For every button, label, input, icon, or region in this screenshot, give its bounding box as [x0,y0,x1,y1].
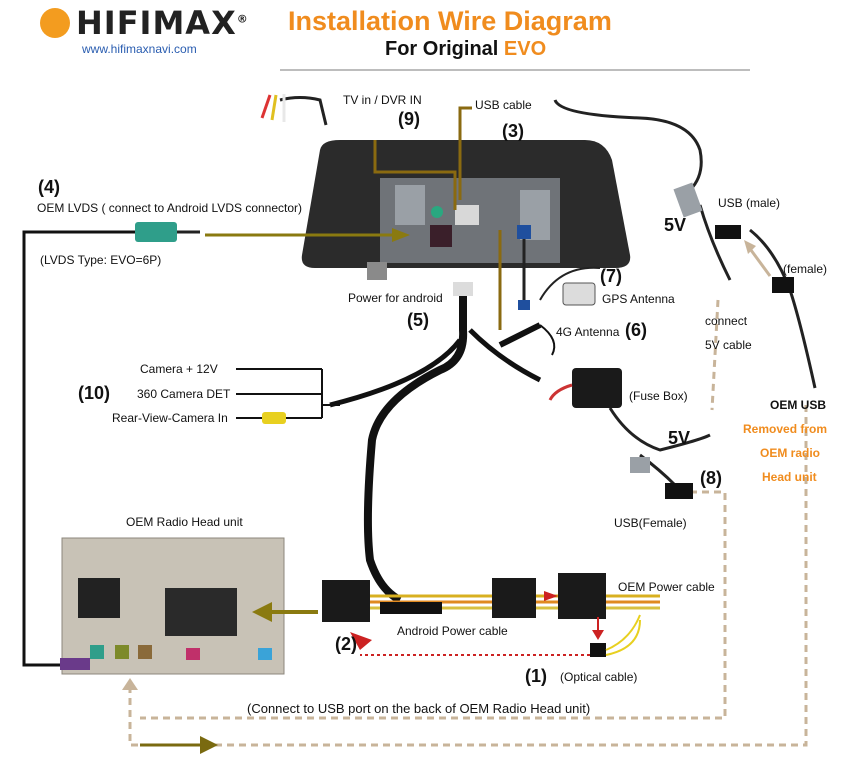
label-5v-top: 5V [664,215,687,235]
page-title: Installation Wire Diagram [288,6,612,36]
label-usb-cable: USB cable [475,98,532,112]
label-5v-bottom: 5V [668,428,691,448]
label-head-unit: Head unit [762,470,817,484]
usb-male-connector [673,182,703,218]
label-android-power-cable: Android Power cable [397,624,508,638]
label-connect-usb-port: (Connect to USB port on the back of OEM … [247,701,591,716]
usb-dashed-path [128,299,808,747]
page-subtitle: For Original EVO [385,38,547,60]
label-connect: connect [705,314,748,328]
number-2: (2) [335,634,357,654]
number-1: (1) [525,666,547,686]
label-tv-in: TV in / DVR IN [343,93,422,107]
number-8: (8) [700,468,722,488]
label-camera-12v: Camera + 12V [140,362,218,376]
label-usb-male: USB (male) [718,196,781,210]
arrow-right-usb [200,736,218,754]
label-5v-cable: 5V cable [705,338,752,352]
label-power-for-android: Power for android [348,291,443,305]
android-head-unit [301,140,631,280]
label-gps-antenna: GPS Antenna [602,292,675,306]
oem-radio-head-unit-graphic [60,537,285,675]
tv-in-cable [260,94,457,210]
rca-camera-plug [262,412,286,424]
title-divider [280,69,750,71]
brand-name: HIFIMAX® [76,4,249,42]
number-6: (6) [625,320,647,340]
usb-plug-black [715,225,741,239]
usb-cable-line [458,106,472,200]
main-harness [329,290,542,604]
number-3: (3) [502,121,524,141]
arrow-into-oem-radio [252,602,272,622]
label-fuse-box: (Fuse Box) [629,389,688,403]
brand-url[interactable]: www.hifimaxnavi.com [82,42,197,56]
fuse-box [548,368,711,499]
number-4: (4) [38,177,60,197]
camera-wires [236,368,340,419]
label-oem-power-cable: OEM Power cable [618,580,715,594]
power-android-connector [453,282,473,296]
usb-female-plug [772,277,794,293]
antennas [498,225,601,356]
label-removed-from: Removed from [743,422,828,436]
label-optical-cable: (Optical cable) [560,670,638,684]
label-rear-view-camera: Rear-View-Camera In [112,411,228,425]
power-cable-harness [322,573,660,657]
label-lvds-type: (LVDS Type: EVO=6P) [40,253,162,267]
label-female: (female) [783,262,828,276]
label-4g-antenna: 4G Antenna [556,325,620,339]
label-oem-radio: OEM radio [760,446,821,460]
lvds-cable [22,222,410,667]
label-oem-usb: OEM USB [770,398,827,412]
label-oem-lvds: OEM LVDS ( connect to Android LVDS conne… [37,201,303,215]
number-9: (9) [398,109,420,129]
hifimax-logo-mark [40,8,70,38]
number-5: (5) [407,310,429,330]
number-7: (7) [600,266,622,286]
arrow-up-usb [122,678,138,690]
label-oem-radio-head-unit: OEM Radio Head unit [126,515,243,529]
label-usb-female: USB(Female) [614,516,687,530]
label-360-camera-det: 360 Camera DET [137,387,231,401]
number-10: (10) [78,383,111,403]
